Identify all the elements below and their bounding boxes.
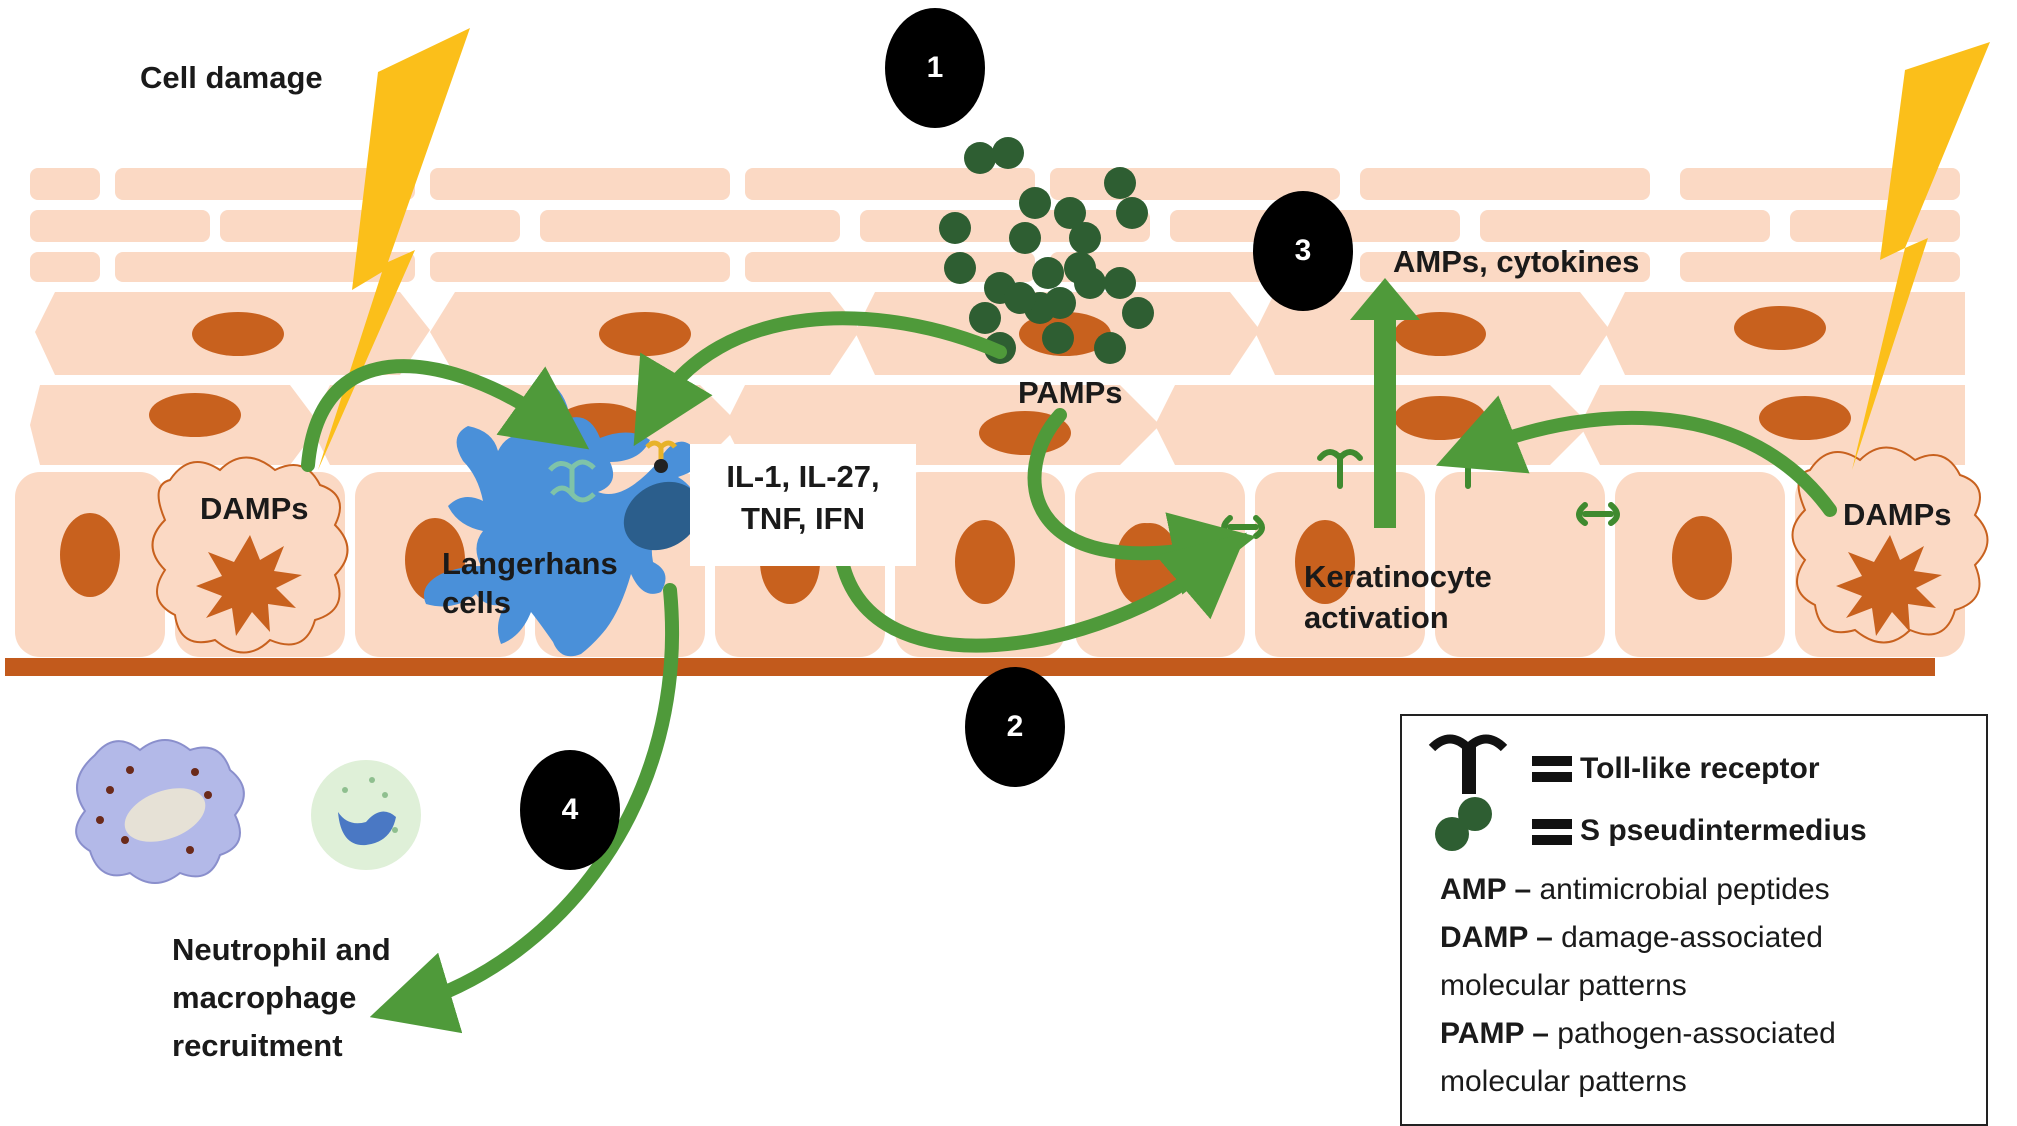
legend-definition-row: AMP – antimicrobial peptides [1440,866,1830,914]
arrow-pamps-to-keratinocyte [1027,408,1257,595]
damps-right-label: DAMPs [1843,497,1952,532]
recruitment-label-line1: Neutrophil and [172,932,391,967]
legend-definition-text: damage-associated [1552,921,1823,954]
equals-icon [1532,819,1572,845]
legend-term: AMP – [1440,873,1532,906]
tlr-legend-icon [1428,734,1508,794]
bacterium-dot [1094,332,1126,364]
green-arrows [301,311,1837,1034]
damaged-cell-right [1791,446,1989,644]
step-1-label: 1 [926,51,944,84]
step-2-label: 2 [1006,710,1024,743]
arrow-cytokines-to-keratinocyte [833,532,1247,653]
step-circles [520,8,1353,870]
cytokines-box: IL-1, IL-27, TNF, IFN [690,444,916,566]
stratum-corneum [30,168,1960,282]
bacterium-dot [1054,197,1086,229]
bacterium-dot [969,302,1001,334]
legend-definition-row: molecular patterns [1440,1058,1687,1106]
pamps-label: PAMPs [1018,375,1123,410]
step-4-label: 4 [561,793,579,826]
bacterium-dot [1122,297,1154,329]
damps-left-label: DAMPs [200,491,309,526]
legend-definition-text: antimicrobial peptides [1531,873,1830,906]
legend-definition-row: molecular patterns [1440,962,1687,1010]
legend-term: PAMP – [1440,1017,1549,1050]
legend-definition-text: molecular patterns [1440,969,1687,1002]
legend-definition-text: pathogen-associated [1548,1017,1836,1050]
bacterium-dot [1116,197,1148,229]
damaged-cell-left [151,456,349,654]
bacterium-dot [944,252,976,284]
lightning-right-icon [1852,42,1990,470]
langerhans-label-line2: cells [442,585,511,620]
legend-definition-row: PAMP – pathogen-associated [1440,1010,1836,1058]
langerhans-receptor-icon [548,459,596,503]
bacterium-dot [939,212,971,244]
neutrophil-icon [311,760,421,870]
langerhans-label-line1: Langerhans [442,546,618,581]
bacterium-dot [1104,267,1136,299]
legend-bacteria-label: S pseudintermedius [1580,814,1867,847]
step-3-label: 3 [1294,234,1312,267]
bacterium-dot [1009,222,1041,254]
legend-definition-row: DAMP – damage-associated [1440,914,1823,962]
legend-definition-text: molecular patterns [1440,1065,1687,1098]
recruitment-label-line2: macrophage [172,980,357,1015]
recruitment-label-line3: recruitment [172,1028,343,1063]
bacteria-cluster [939,137,1154,364]
cell-damage-label: Cell damage [140,60,323,95]
bacterium-dot [1032,257,1064,289]
bacterium-dot [1042,322,1074,354]
spinosum-cells [30,292,1965,465]
bacterium-dot [1104,167,1136,199]
arrow-pamps-to-langerhans [633,311,1007,447]
langerhans-cell [423,378,701,657]
basement-membrane [5,658,1935,676]
amps-cytokines-label: AMPs, cytokines [1393,244,1640,279]
keratinocyte-label-line2: activation [1304,600,1449,635]
arrow-damps-to-langerhans [301,359,590,472]
keratinocyte-label-line1: Keratinocyte [1304,559,1492,594]
bacterium-dot [1064,252,1096,284]
legend-box: Toll-like receptor S pseudintermedius AM… [1400,714,1988,1126]
bacterium-dot [964,142,996,174]
equals-icon [1532,756,1572,782]
arrow-langerhans-to-recruitment [369,583,679,1034]
legend-tlr-label: Toll-like receptor [1580,752,1820,785]
arrow-amps-up [1350,278,1420,528]
bacterium-dot [1069,222,1101,254]
bacterium-dot [1019,187,1051,219]
bacterium-dot [992,137,1024,169]
cytokines-line2: TNF, IFN [741,501,865,536]
macrophage-icon [75,739,245,884]
legend-icons [1428,734,1572,851]
bacteria-legend-icon [1435,797,1492,851]
arrow-damps-right-to-keratinocyte [1435,395,1837,517]
bacterium-dot [1004,282,1036,314]
cytokines-line1: IL-1, IL-27, [726,459,880,494]
legend-term: DAMP – [1440,921,1553,954]
lightning-left-icon [318,28,470,470]
